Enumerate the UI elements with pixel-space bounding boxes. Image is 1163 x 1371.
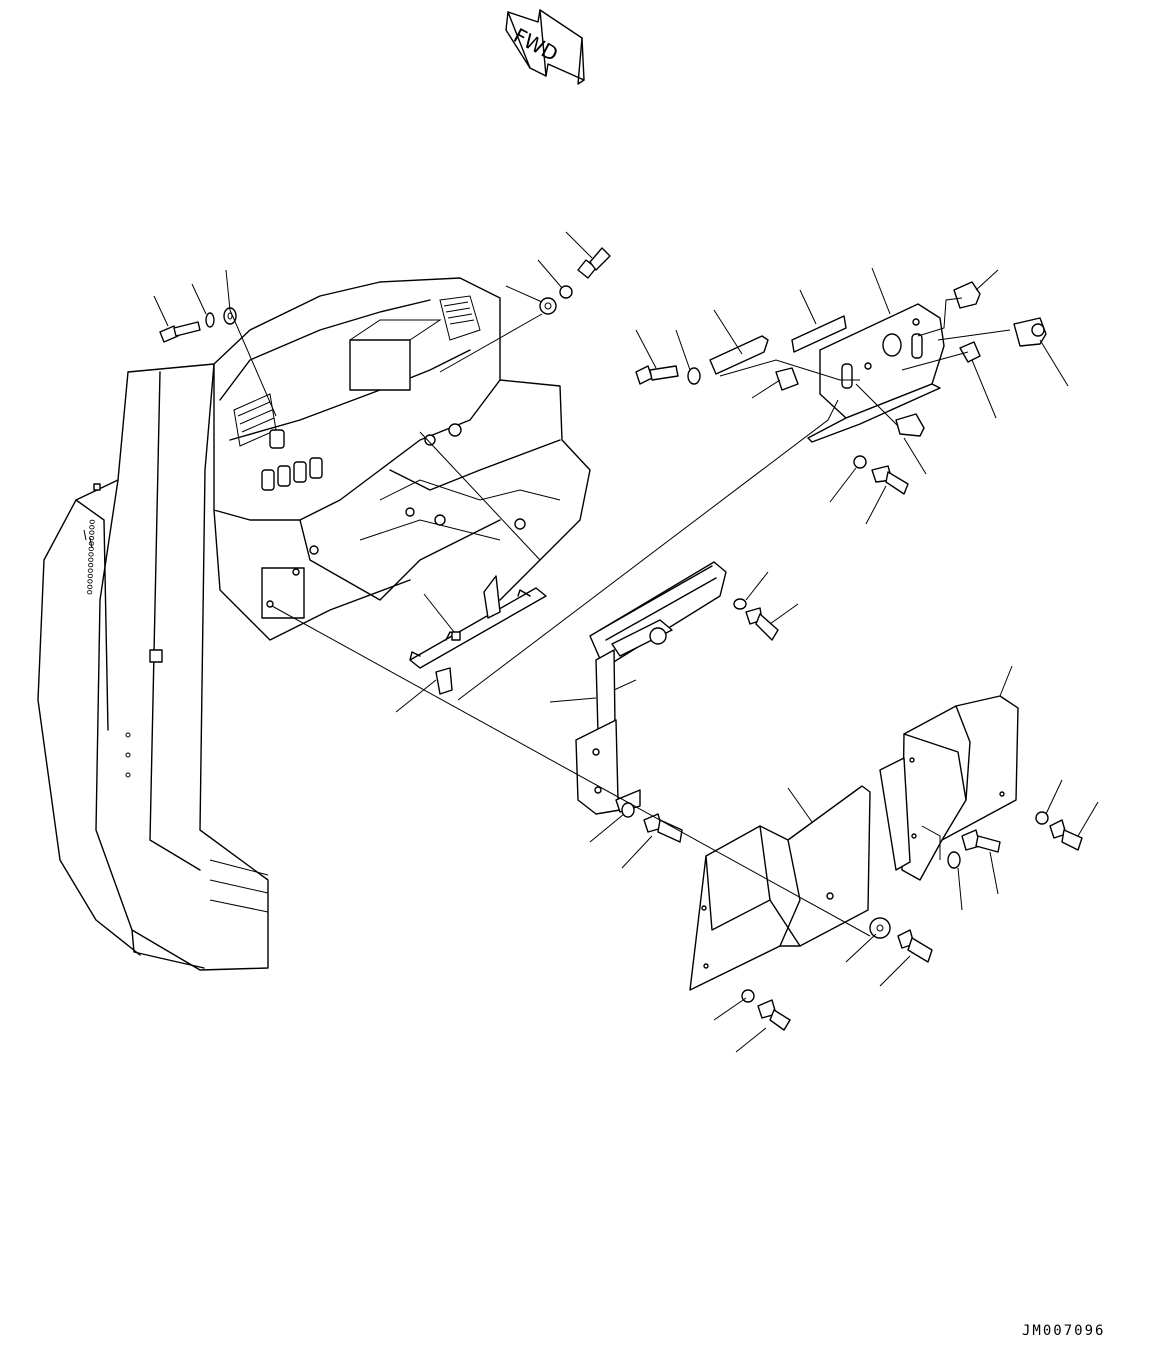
rivet-row: oooooooooooooo <box>85 519 98 595</box>
svg-text:oooooooooooooo: oooooooooooooo <box>85 519 98 595</box>
column-support-stand <box>575 561 727 815</box>
switch-panel-bracket <box>807 303 945 443</box>
retainer-strip <box>709 315 847 375</box>
mounting-bracket-bar <box>409 575 547 695</box>
lower-cover-right <box>879 695 1019 881</box>
dashboard-console <box>213 277 591 641</box>
cab-pillar: oooooooooooooo <box>37 363 269 971</box>
drawing-reference-number: JM007096 <box>1022 1323 1106 1339</box>
callout-leader-lines <box>153 231 1099 1053</box>
fwd-arrow-icon: FWD <box>505 9 585 85</box>
lower-cover-left <box>689 785 871 991</box>
washer-icon <box>205 285 1049 1003</box>
switch-connector-icon <box>775 281 1047 437</box>
